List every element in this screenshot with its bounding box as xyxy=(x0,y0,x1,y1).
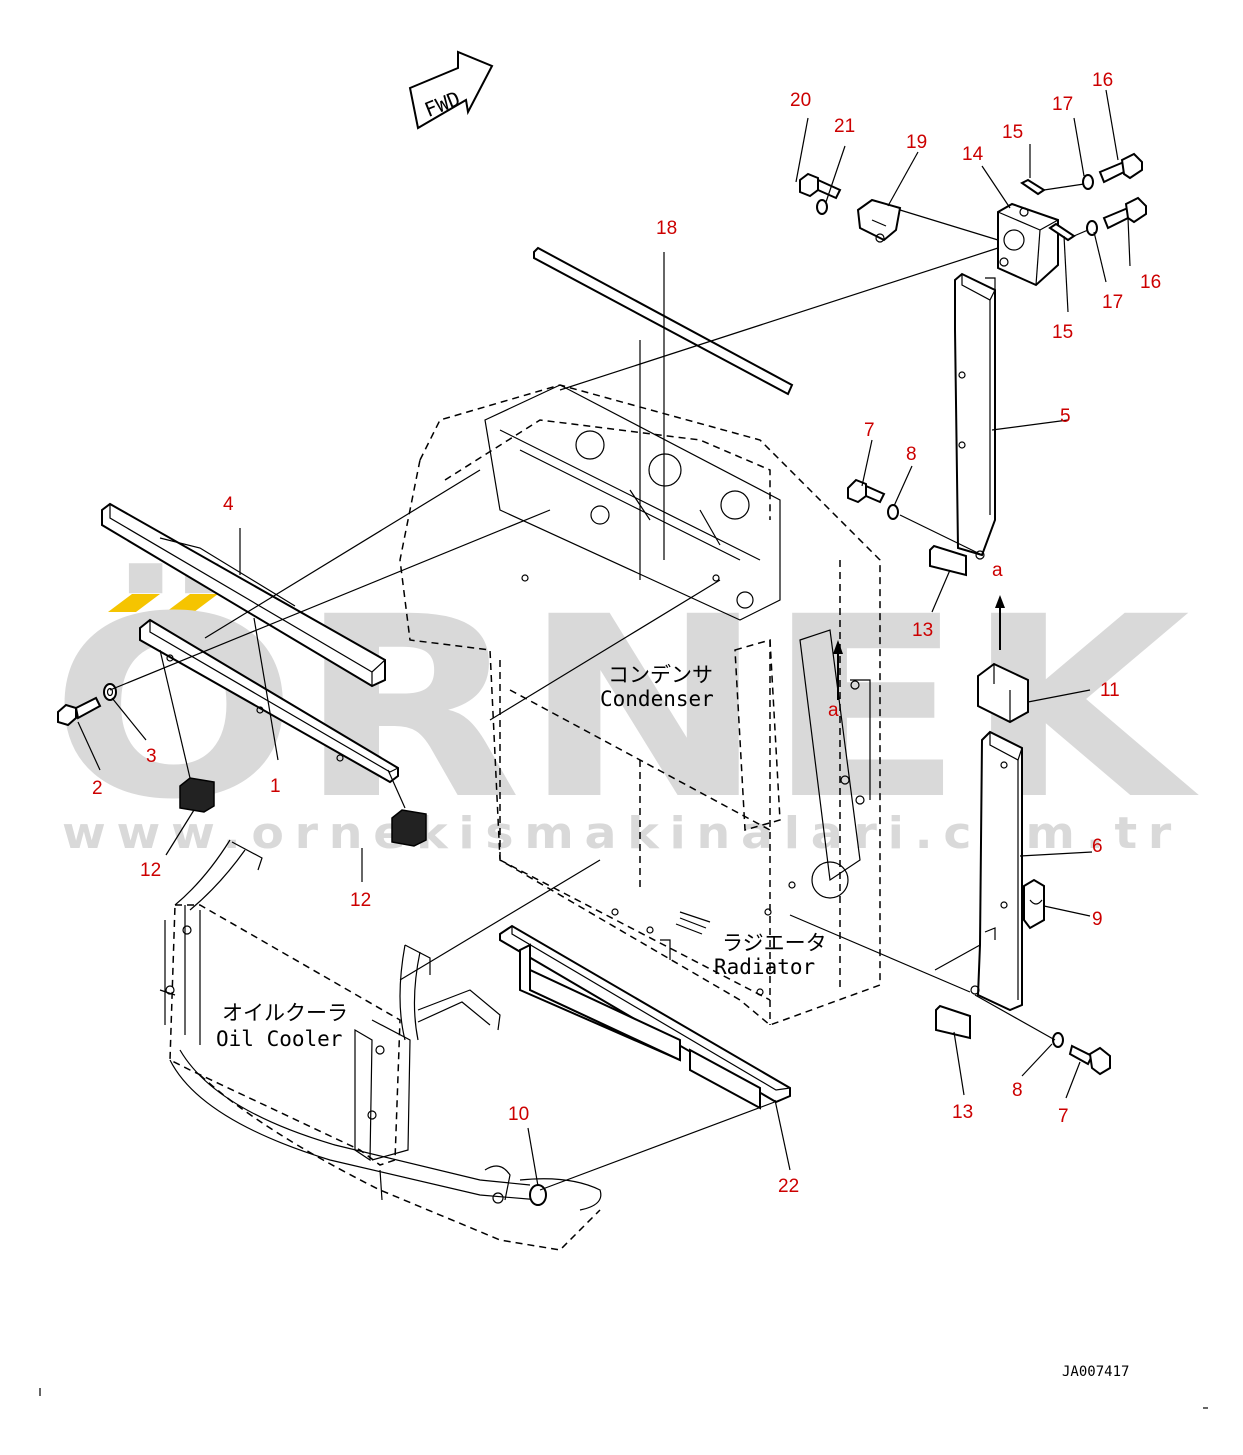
callout-6: 6 xyxy=(1092,836,1103,857)
radiator-assembly xyxy=(399,384,881,1026)
callout-14: 14 xyxy=(962,144,984,165)
callout-2: 2 xyxy=(92,778,103,799)
callout-7-upper: 7 xyxy=(864,420,875,441)
callout-a-center: a xyxy=(828,700,839,721)
callout-12-left: 12 xyxy=(140,860,161,881)
part-19-clip xyxy=(856,198,902,243)
fwd-arrow-icon: FWD xyxy=(408,50,494,130)
callout-17-upper: 17 xyxy=(1052,94,1073,115)
callout-20: 20 xyxy=(790,90,811,111)
part-22-lower-channel xyxy=(499,924,791,1110)
callout-21: 21 xyxy=(834,116,855,137)
callout-11: 11 xyxy=(1100,680,1120,701)
callout-12-right: 12 xyxy=(350,890,371,911)
part-13-pad-lower xyxy=(935,1004,971,1040)
part-12-cushion-right xyxy=(391,809,427,847)
callout-16-lower: 16 xyxy=(1140,272,1161,293)
callout-8-lower: 8 xyxy=(1012,1080,1023,1101)
part-1-angle-bracket xyxy=(139,618,399,784)
part-5-side-plate xyxy=(954,272,996,560)
part-6-side-plate xyxy=(970,730,1023,1012)
oil-cooler-label-jp: オイルクーラ xyxy=(222,1001,348,1025)
watermark-accent-right xyxy=(166,594,218,612)
part-17-washer-upper xyxy=(1082,174,1094,190)
part-16-bolt-lower xyxy=(1102,196,1147,230)
part-4-bracket xyxy=(101,502,386,688)
part-7-bolt-lower xyxy=(1068,1044,1111,1076)
callout-5: 5 xyxy=(1060,406,1071,427)
callout-16-upper: 16 xyxy=(1092,70,1113,91)
callout-1: 1 xyxy=(270,776,281,797)
oil-cooler-label-en: Oil Cooler xyxy=(216,1027,342,1051)
callout-10: 10 xyxy=(508,1104,529,1125)
part-18-seal-strip xyxy=(533,246,794,396)
part-9-clip xyxy=(1023,878,1045,930)
part-15-plate-upper xyxy=(1020,178,1046,196)
leader-lines xyxy=(77,89,1131,1191)
part-16-bolt-upper xyxy=(1098,152,1143,184)
callout-17-lower: 17 xyxy=(1102,292,1123,313)
callout-15-lower: 15 xyxy=(1052,322,1073,343)
part-2-bolt xyxy=(57,696,102,727)
radiator-label-jp: ラジエータ xyxy=(722,931,827,955)
callout-a-right: a xyxy=(992,560,1003,581)
part-20-bolt xyxy=(799,172,842,200)
part-12-cushion-left xyxy=(179,777,215,813)
part-7-bolt-upper xyxy=(847,478,886,504)
callout-22: 22 xyxy=(778,1176,799,1197)
part-14-mount-block xyxy=(997,202,1059,287)
condenser-label-en: Condenser xyxy=(600,687,714,711)
part-3-washer xyxy=(103,683,117,701)
callout-4: 4 xyxy=(223,494,234,515)
callouts: 1 2 3 4 5 6 7 7 8 8 9 10 11 12 12 13 13 … xyxy=(92,70,1161,1197)
callout-7-lower: 7 xyxy=(1058,1106,1069,1127)
callout-13-upper: 13 xyxy=(912,620,933,641)
radiator-label-en: Radiator xyxy=(714,955,815,979)
part-8-washer-upper xyxy=(887,504,899,520)
corner-marks xyxy=(39,1388,1208,1409)
part-13-pad-upper xyxy=(929,544,967,577)
callout-3: 3 xyxy=(146,746,157,767)
part-17-washer-lower xyxy=(1086,220,1098,236)
part-21-washer xyxy=(816,199,828,215)
part-11-cushion xyxy=(977,662,1029,724)
callout-8-upper: 8 xyxy=(906,444,917,465)
drawing-code: JA007417 xyxy=(1062,1364,1129,1380)
condenser-label-jp: コンデンサ xyxy=(608,663,713,687)
watermark-accent-left xyxy=(108,594,160,612)
callout-9: 9 xyxy=(1092,909,1103,930)
fwd-label: FWD xyxy=(421,86,463,122)
arrow-a-up-icon xyxy=(995,595,1005,650)
callout-18: 18 xyxy=(656,218,677,239)
part-8-washer-lower xyxy=(1052,1032,1064,1048)
callout-19: 19 xyxy=(906,132,927,153)
callout-13-lower: 13 xyxy=(952,1102,973,1123)
callout-15-upper: 15 xyxy=(1002,122,1023,143)
